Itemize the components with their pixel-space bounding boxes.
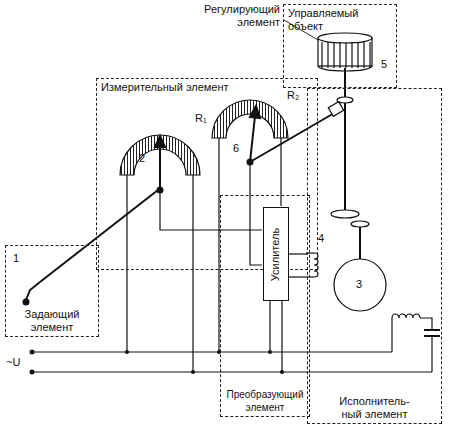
actuator-box: Исполнитель- ный элемент [307,88,442,424]
junction [280,370,284,374]
shaft [344,68,346,214]
worm-wheel [337,97,353,103]
mains-wire [32,351,392,352]
resistor-label: R₁ [195,112,207,124]
worm [328,102,343,117]
drum-ridge [351,42,352,68]
box-title: Задающий элемент [10,308,94,334]
gear [351,221,369,227]
motor [334,259,386,311]
converter-box: Преобразующий элемент Усилитель [220,195,310,417]
slider-tip [250,106,260,118]
wire [431,336,432,372]
capacitor-symbol [424,329,440,331]
drum [318,33,372,71]
setting-box: Задающий элемент [5,245,99,337]
part-label: Регулирующий элемент [204,3,280,28]
wire [126,175,127,352]
wire [269,300,270,352]
wire [192,175,193,372]
drum-ridge [345,42,346,68]
crank-knob [24,300,29,305]
slider-tip [155,136,165,147]
box-title: Управляемый объект [288,7,392,33]
drum-ridge [333,42,334,68]
junction [125,350,129,354]
gear [331,210,359,218]
callout-number: 6 [233,142,239,154]
slider-arm [159,146,161,190]
callout-number: 5 [381,58,387,70]
callout-number: 1 [13,252,19,264]
pivot [158,188,163,193]
wire [160,190,262,230]
drum-ridge [357,42,358,68]
resistor-symbol [212,100,288,138]
terminal [30,370,35,375]
box-title: Измерительный элемент [101,81,229,94]
pivot [248,160,253,165]
drum-ridge [363,42,364,68]
box-title: Преобразующий элемент [225,388,305,414]
junction [268,350,272,354]
box-title: Исполнитель- ный элемент [333,395,417,421]
amplifier-box: Усилитель [263,207,289,301]
callout-number: 3 [356,278,362,290]
junction [191,370,195,374]
wire [391,318,392,352]
supply-label: ~U [6,356,20,368]
shaft [359,224,361,259]
drum-ridge [327,42,328,68]
box-title: Усилитель [270,227,283,280]
wire [420,318,432,330]
object-box: Управляемый объект [283,4,397,88]
signal-wire [289,253,307,254]
wire [281,300,282,372]
shaft [250,112,336,162]
terminal [30,350,35,355]
crank-handle [26,282,40,300]
drum-ridge [369,42,370,68]
resistor-label: R₂ [287,89,299,101]
slider-arm [250,116,255,162]
mains-wire [32,371,432,372]
coil-symbol [392,314,420,318]
callout-number: 2 [139,152,145,164]
wire [288,276,314,277]
drum-ridge [339,42,340,68]
callout-number: 4 [318,232,324,244]
drum-ridge [321,42,322,68]
shaft [40,190,158,282]
wire [250,162,262,265]
